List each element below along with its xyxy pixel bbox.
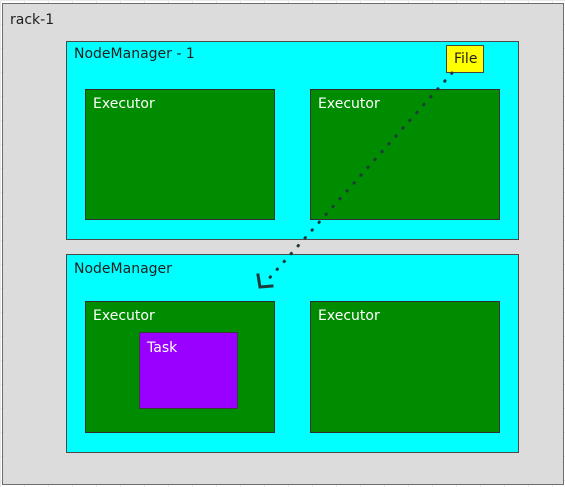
node-manager-2-label: NodeManager (74, 261, 172, 277)
executor-label: Executor (93, 308, 155, 324)
executor-label: Executor (318, 96, 380, 112)
file-box (446, 45, 484, 73)
executor-box (310, 301, 500, 433)
task-box (139, 332, 238, 409)
executor-box (85, 89, 275, 220)
executor-label: Executor (93, 96, 155, 112)
rack-label: rack-1 (10, 12, 55, 28)
executor-label: Executor (318, 308, 380, 324)
node-manager-1-label: NodeManager - 1 (74, 46, 195, 62)
file-label: File (454, 51, 478, 67)
task-label: Task (147, 340, 178, 356)
